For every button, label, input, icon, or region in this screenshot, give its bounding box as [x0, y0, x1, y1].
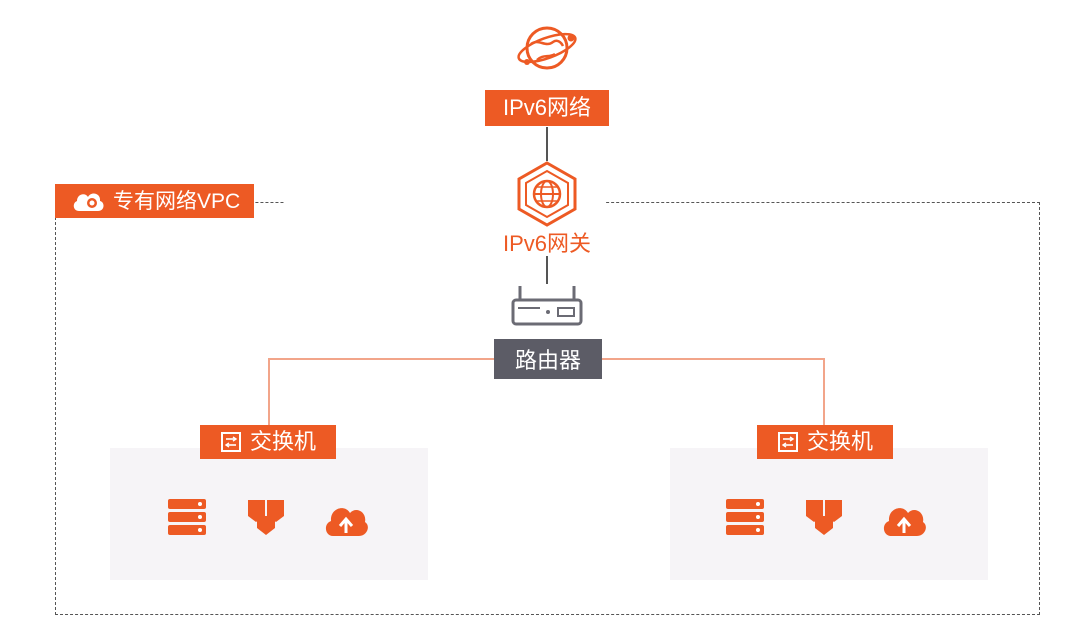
cloud-upload-icon — [323, 496, 369, 538]
server-stack-icon — [725, 498, 765, 536]
server-stack-icon — [167, 498, 207, 536]
switch-right: 交换机 — [757, 425, 893, 459]
router-icon — [510, 282, 584, 328]
connector-gateway-router — [546, 256, 548, 284]
vpc-tag: 专有网络VPC — [55, 184, 255, 218]
container-cluster-icon — [804, 498, 844, 536]
switch-icon — [220, 431, 242, 453]
switch-icon — [777, 431, 799, 453]
switch-right-label: 交换机 — [806, 429, 873, 454]
connector-router-left — [268, 358, 494, 360]
connector-net-gateway — [546, 127, 548, 161]
connector-router-right — [602, 358, 824, 360]
ipv6-network-label: IPv6网络 — [485, 90, 609, 126]
router-label: 路由器 — [494, 339, 602, 379]
cloud-upload-icon — [881, 496, 927, 538]
globe-orbit-icon — [515, 18, 579, 78]
ipv6-gateway-label: IPv6网关 — [502, 231, 592, 256]
gateway-hexagon-icon — [514, 160, 580, 228]
switch-left-label: 交换机 — [249, 429, 316, 454]
container-cluster-icon — [246, 498, 286, 536]
cloud-icon — [71, 189, 105, 213]
vpc-label: 专有网络VPC — [113, 189, 241, 213]
switch-left: 交换机 — [200, 425, 336, 459]
connector-right-drop — [823, 358, 825, 426]
connector-left-drop — [268, 358, 270, 426]
